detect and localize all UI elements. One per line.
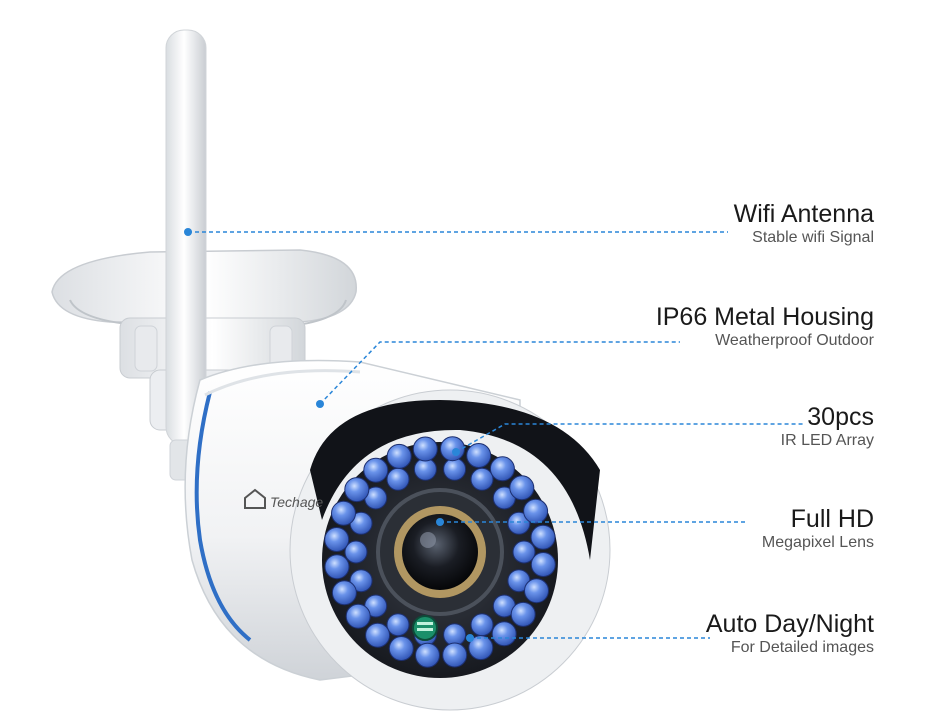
callout-subtitle: Megapixel Lens [761, 534, 874, 551]
callout-metal-housing: IP66 Metal Housing Weatherproof Outdoor [656, 303, 874, 351]
callout-dot-housing [316, 400, 324, 408]
callout-title: Wifi Antenna [733, 200, 874, 228]
callout-wifi-antenna: Wifi Antenna Stable wifi Signal [734, 200, 874, 248]
ir-led [443, 457, 467, 481]
callout-title: Auto Day/Night [705, 610, 874, 638]
ir-led [510, 601, 536, 627]
ir-led [512, 540, 536, 564]
daynight-sensor-icon [412, 615, 438, 641]
callout-subtitle: For Detailed images [730, 639, 874, 656]
ir-led [470, 467, 494, 491]
ir-led [442, 642, 468, 668]
callout-line-housing [319, 341, 680, 405]
callout-line-ir [455, 423, 805, 453]
ir-led [349, 569, 373, 593]
ir-led [345, 603, 371, 629]
callout-title: IP66 Metal Housing [655, 303, 874, 331]
ir-led [344, 540, 368, 564]
ir-led [530, 552, 556, 577]
callout-dot-lens [436, 518, 444, 526]
ir-led [386, 613, 410, 637]
callout-subtitle: Stable wifi Signal [752, 229, 874, 246]
lens [376, 488, 504, 616]
ir-led [344, 477, 370, 503]
ir-led [386, 467, 410, 491]
ir-led [365, 622, 391, 648]
callout-day-night: Auto Day/Night For Detailed images [706, 610, 874, 658]
ir-led [363, 457, 389, 483]
callout-full-hd: Full HD Megapixel Lens [762, 505, 874, 553]
callout-subtitle: IR LED Array [780, 432, 874, 449]
callout-ir-led: 30pcs IR LED Array [781, 403, 874, 451]
ir-led-array [324, 436, 556, 668]
callout-dot-antenna [184, 228, 192, 236]
ir-led [491, 621, 517, 647]
ir-led [470, 613, 494, 637]
callout-dot-ir [452, 448, 460, 456]
callout-dots [184, 228, 474, 642]
ir-led [388, 636, 414, 661]
callout-lines [188, 231, 805, 639]
ir-led [413, 457, 437, 481]
ir-led [443, 623, 467, 647]
callout-subtitle: Weatherproof Outdoor [715, 332, 874, 349]
ir-led [507, 511, 531, 535]
ir-led [509, 475, 535, 501]
ir-led [440, 436, 465, 462]
ir-led [524, 578, 549, 604]
ir-led [523, 498, 549, 524]
callout-title: 30pcs [807, 403, 874, 431]
callout-title: Full HD [790, 505, 874, 533]
callout-dot-daynight [466, 634, 474, 642]
ir-led [489, 456, 515, 482]
ir-led [468, 635, 494, 661]
ir-led [331, 580, 357, 606]
ir-led [466, 443, 492, 468]
svg-text:Techage: Techage [270, 494, 323, 510]
brand-logo: Techage [244, 488, 323, 510]
ir-led [324, 527, 350, 552]
ir-led [331, 500, 356, 526]
ir-led [412, 436, 438, 462]
ir-led [386, 443, 412, 469]
ir-led [530, 524, 556, 550]
ir-led [324, 554, 350, 580]
ir-led [415, 642, 440, 668]
